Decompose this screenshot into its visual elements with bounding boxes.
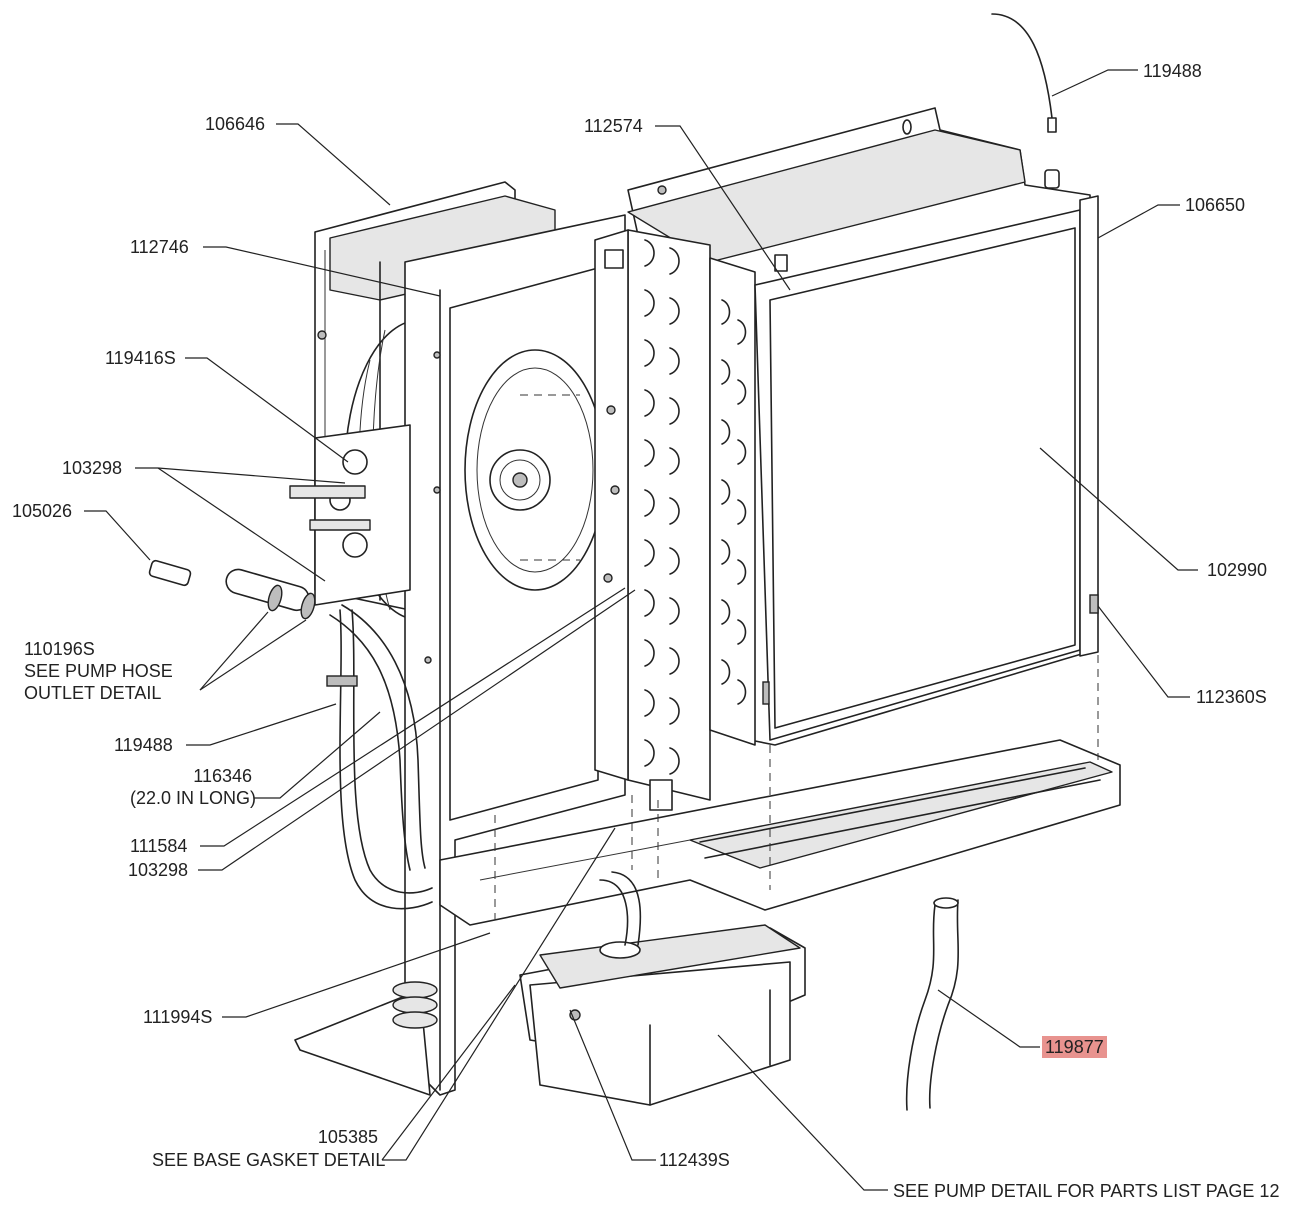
label-111584: 111584 xyxy=(130,836,188,856)
label-119488-bottom: 119488 xyxy=(114,735,173,755)
label-119416S: 119416S xyxy=(105,348,176,368)
label-110196S: 110196S xyxy=(24,639,95,659)
label-116346: 116346 xyxy=(193,766,252,786)
label-105385: 105385 xyxy=(317,1127,378,1147)
outlet-hose xyxy=(905,897,960,1111)
label-105385-note: SEE BASE GASKET DETAIL xyxy=(152,1150,386,1170)
label-103298-b: 103298 xyxy=(128,860,189,880)
hose-assembly xyxy=(148,559,433,910)
fan-assembly xyxy=(464,349,606,591)
label-110196S-note-1: SEE PUMP HOSE xyxy=(24,661,173,681)
control-bracket xyxy=(289,424,411,606)
label-103298-a: 103298 xyxy=(62,458,123,478)
label-119877: 119877 xyxy=(1042,1036,1107,1058)
label-pump-detail-note: SEE PUMP DETAIL FOR PARTS LIST PAGE 12 xyxy=(893,1181,1280,1201)
label-106646: 106646 xyxy=(205,114,266,134)
motor-side-plate xyxy=(404,214,626,1096)
leader-lines xyxy=(84,69,1198,1191)
base-plate xyxy=(294,981,438,1096)
drain-pan xyxy=(439,739,1121,926)
label-116346-length: (22.0 IN LONG) xyxy=(130,788,257,808)
label-106650: 106650 xyxy=(1185,195,1246,215)
alignment-lines xyxy=(494,655,1099,920)
filter-panel xyxy=(754,195,1099,741)
label-110196S-note-2: OUTLET DETAIL xyxy=(24,683,162,703)
top-wire xyxy=(991,13,1057,133)
label-105026: 105026 xyxy=(12,501,73,521)
label-102990: 102990 xyxy=(1207,560,1268,580)
coil-right-bends xyxy=(709,257,756,746)
label-112439S: 112439S xyxy=(659,1150,730,1170)
label-119488-top: 119488 xyxy=(1143,61,1202,81)
label-112360S: 112360S xyxy=(1196,687,1267,707)
coil-left-bends xyxy=(594,229,711,801)
label-112574: 112574 xyxy=(584,116,643,136)
label-111994S: 111994S xyxy=(143,1007,213,1027)
label-112746: 112746 xyxy=(130,237,189,257)
